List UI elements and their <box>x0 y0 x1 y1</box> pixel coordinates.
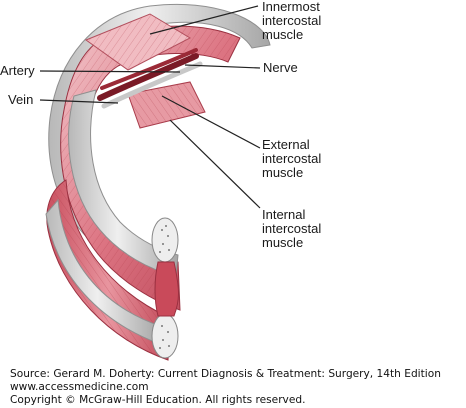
label-innermost-intercostal-muscle: Innermost intercostal muscle <box>262 0 322 42</box>
innermost-leader <box>149 5 259 35</box>
muscle-between-cross-sections <box>154 261 179 317</box>
internal-leader <box>169 119 261 209</box>
muscle-fibers <box>60 26 241 310</box>
nerve-leader <box>184 64 261 69</box>
label-external-intercostal-muscle: External intercostal muscle <box>262 137 322 180</box>
label-artery: Artery <box>0 63 35 78</box>
label-internal-intercostal-muscle: Internal intercostal muscle <box>262 207 322 250</box>
external-fibers <box>128 82 205 128</box>
nerve-fiber <box>101 61 203 109</box>
credit-copyright: Copyright © McGraw-Hill Education. All r… <box>10 394 306 406</box>
lower-muscle-fibers <box>46 180 170 360</box>
artery-vessel <box>100 48 198 90</box>
label-nerve: Nerve <box>263 60 298 75</box>
vein-vessel <box>97 53 199 101</box>
artery-leader <box>39 70 181 73</box>
credit-website: www.accessmedicine.com <box>10 381 149 393</box>
vein-leader <box>39 99 119 104</box>
bone-marrow-dots-lower <box>159 325 170 349</box>
innermost-fibers <box>86 14 190 70</box>
label-vein: Vein <box>8 92 34 107</box>
leader-lines <box>39 5 261 209</box>
bone-marrow-dots-upper <box>159 225 170 253</box>
rib-cross-section-upper <box>151 217 179 263</box>
rib-cross-section-lower <box>151 313 179 359</box>
external-leader <box>161 95 261 149</box>
credit-source: Source: Gerard M. Doherty: Current Diagn… <box>10 368 441 380</box>
